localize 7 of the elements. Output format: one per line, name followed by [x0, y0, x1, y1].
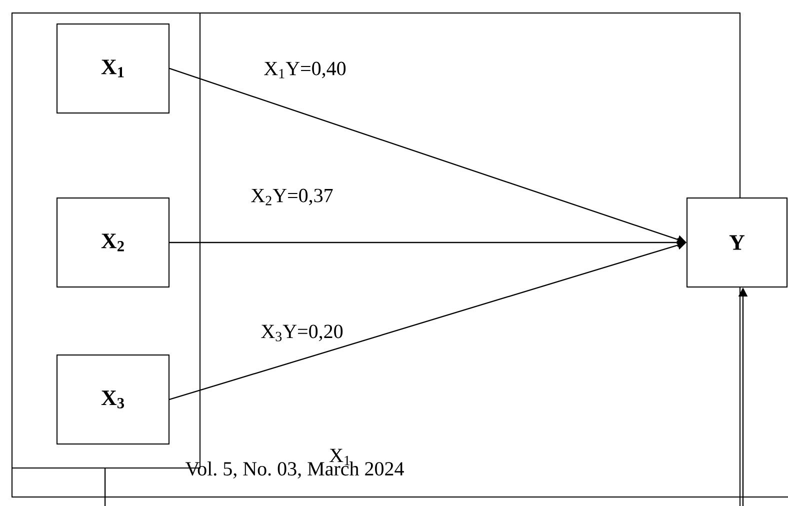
variable-box: Y — [686, 198, 788, 288]
edge-label: X$_{2}$Y=0,37 — [251, 188, 333, 206]
edge-label: X$_{3}$Y=0,20 — [261, 324, 343, 342]
variable-box: X$_{2}$ — [56, 198, 170, 288]
variable-box: X$_{1}$ — [56, 24, 170, 114]
edge-label: X$_{1}$Y=0,40 — [264, 62, 346, 78]
variable-box: X$_{3}$ — [56, 354, 170, 444]
